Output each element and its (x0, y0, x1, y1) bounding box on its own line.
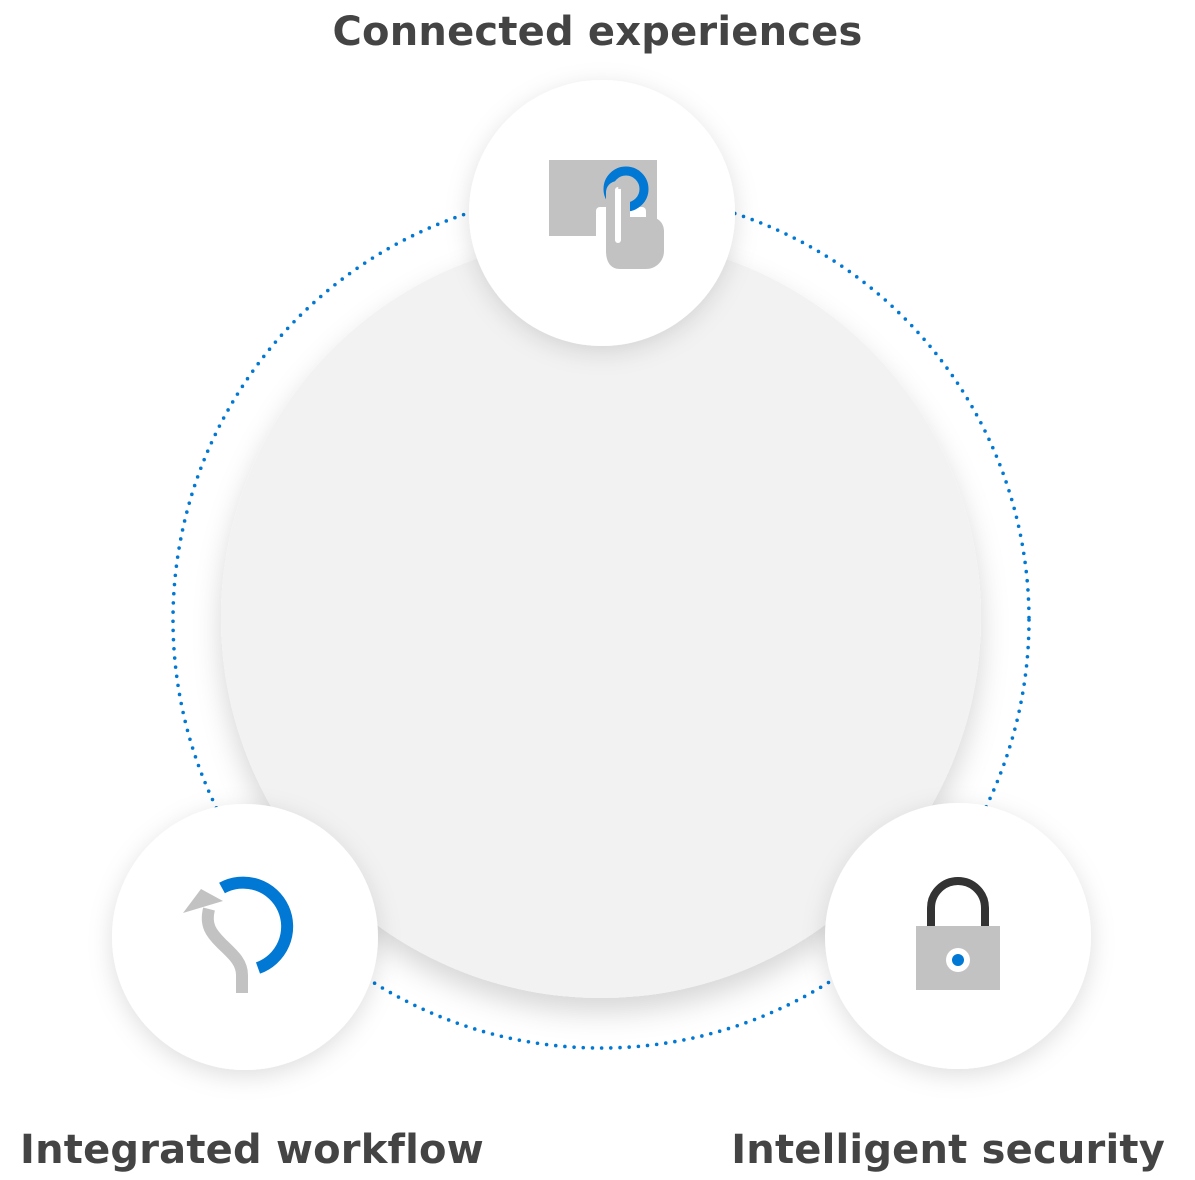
label-intelligent-security: Intelligent security (731, 1127, 1165, 1173)
center-circle (221, 238, 981, 998)
touch-screen-icon (549, 160, 664, 277)
label-connected-experiences: Connected experiences (332, 9, 863, 55)
node-intelligent-security (825, 803, 1091, 1069)
label-integrated-workflow: Integrated workflow (20, 1127, 484, 1173)
refresh-arrow-icon (183, 876, 294, 993)
node-circle (112, 804, 378, 1070)
node-connected-experiences (469, 80, 735, 346)
node-integrated-workflow (112, 804, 378, 1070)
padlock-icon (916, 877, 1000, 990)
